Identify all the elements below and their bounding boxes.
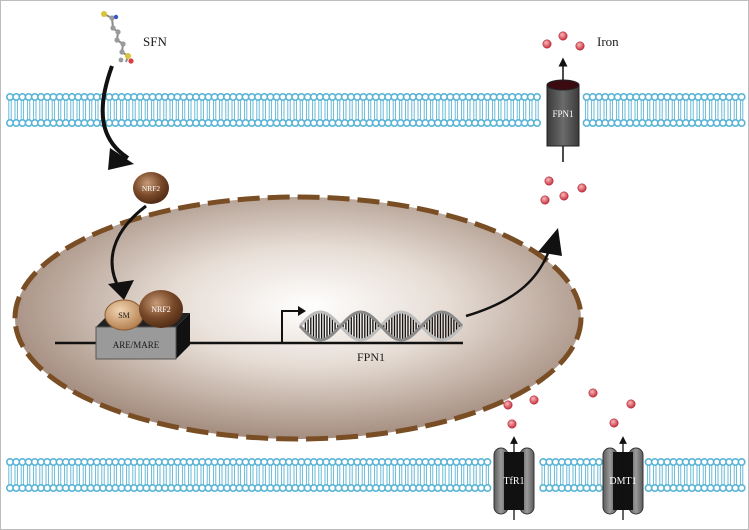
fpn1-protein-label: FPN1	[552, 109, 573, 119]
iron-label: Iron	[597, 34, 619, 49]
transcription-start-arrow	[281, 306, 306, 343]
tfr1-transporter: TfR1	[493, 436, 535, 520]
sfn-to-nrf2-arrow	[100, 65, 134, 170]
plasma-membrane-bottom	[6, 457, 746, 492]
dmt1-label: DMT1	[609, 476, 636, 487]
nucleus	[12, 194, 584, 442]
fpn1-gene-label: FPN1	[357, 350, 385, 364]
nrf2-nucleus: NRF2	[139, 290, 183, 328]
fpn1-expression-arrow	[465, 228, 562, 318]
nrf2-translocation-arrow	[108, 204, 147, 300]
nrf2-bound-label: NRF2	[151, 305, 171, 314]
are-mare-label: ARE/MARE	[113, 340, 160, 350]
tfr1-label: TfR1	[503, 476, 524, 487]
dmt1-transporter: DMT1	[602, 436, 644, 520]
nrf2-cytoplasm: NRF2	[133, 172, 169, 204]
sm-protein: SM	[104, 299, 144, 331]
sm-label: SM	[118, 311, 130, 320]
nrf2-free-label: NRF2	[142, 184, 161, 193]
sfn-label: SFN	[143, 34, 167, 49]
fpn1-gene-helix	[298, 310, 464, 342]
iron-particles	[503, 31, 636, 429]
plasma-membrane-top	[6, 93, 746, 128]
fpn1-channel: FPN1	[546, 57, 580, 162]
sfn-molecule	[101, 11, 134, 64]
